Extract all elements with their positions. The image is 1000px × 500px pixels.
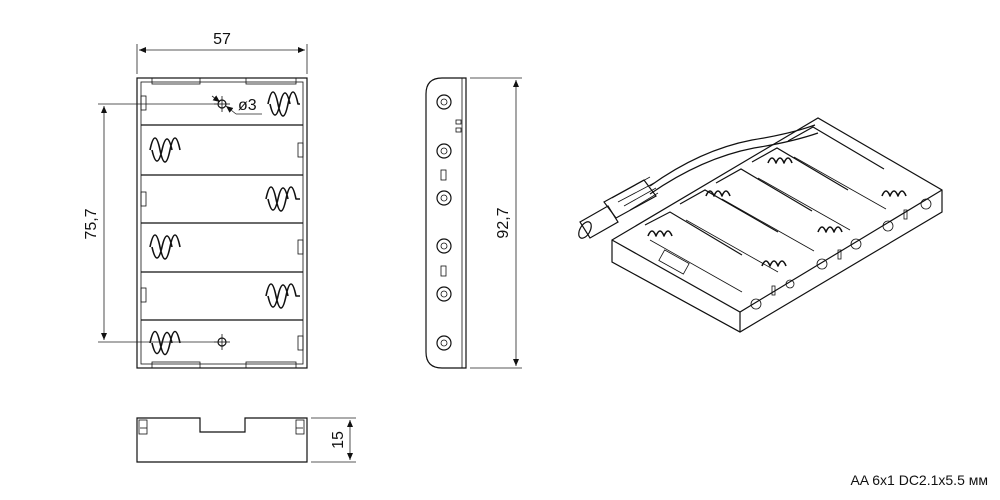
inner-height-dimension-label: 75,7 [83,208,100,239]
spring-5 [265,283,300,309]
spring-1 [267,91,300,117]
front-view: ø3 57 75,7 [83,31,308,369]
spring-6 [149,330,181,356]
caption: AA 6x1 DC2.1x5.5 мм [850,472,988,488]
spring-2 [149,137,181,163]
hole-diameter-label: ø3 [238,97,257,114]
isometric-view [578,117,943,333]
side-view: 92,7 [425,77,522,369]
spring-3 [265,186,300,212]
total-height-dimension-label: 92,7 [495,207,512,238]
bottom-view: 15 [136,417,356,463]
depth-dimension-label: 15 [330,431,347,449]
spring-4 [149,234,181,260]
width-dimension-label: 57 [213,31,231,48]
